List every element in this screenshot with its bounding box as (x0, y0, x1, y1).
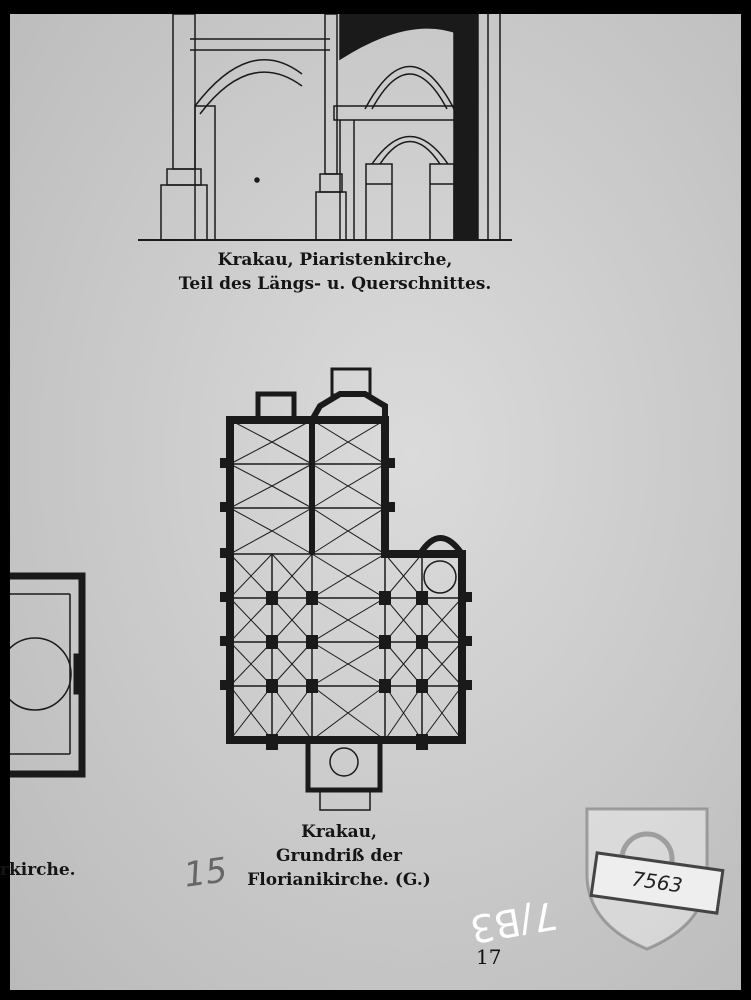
caption-left-fragment: rkirche. (0, 860, 76, 880)
floor-plan-drawing (220, 367, 472, 811)
photo-plate (10, 14, 741, 990)
architectural-drawings (10, 14, 512, 811)
section-elevation-drawing (138, 14, 512, 241)
caption-top-line2: Teil des Längs- u. Querschnittes. (178, 274, 492, 294)
page-number: 17 (476, 945, 502, 969)
handwritten-number: 15 (181, 850, 230, 896)
caption-top-line1: Krakau, Piaristenkirche, (217, 250, 453, 270)
caption-florianikirche: Krakau, Grundriß der Florianikirche. (G.… (214, 820, 464, 892)
caption-plan-line2: Grundriß der (276, 846, 402, 866)
caption-plan-line3: Florianikirche. (G.) (247, 870, 431, 890)
caption-plan-line1: Krakau, (301, 822, 377, 842)
left-plan-fragment (10, 572, 86, 778)
caption-piaristenkirche: Krakau, Piaristenkirche, Teil des Längs-… (150, 248, 520, 296)
